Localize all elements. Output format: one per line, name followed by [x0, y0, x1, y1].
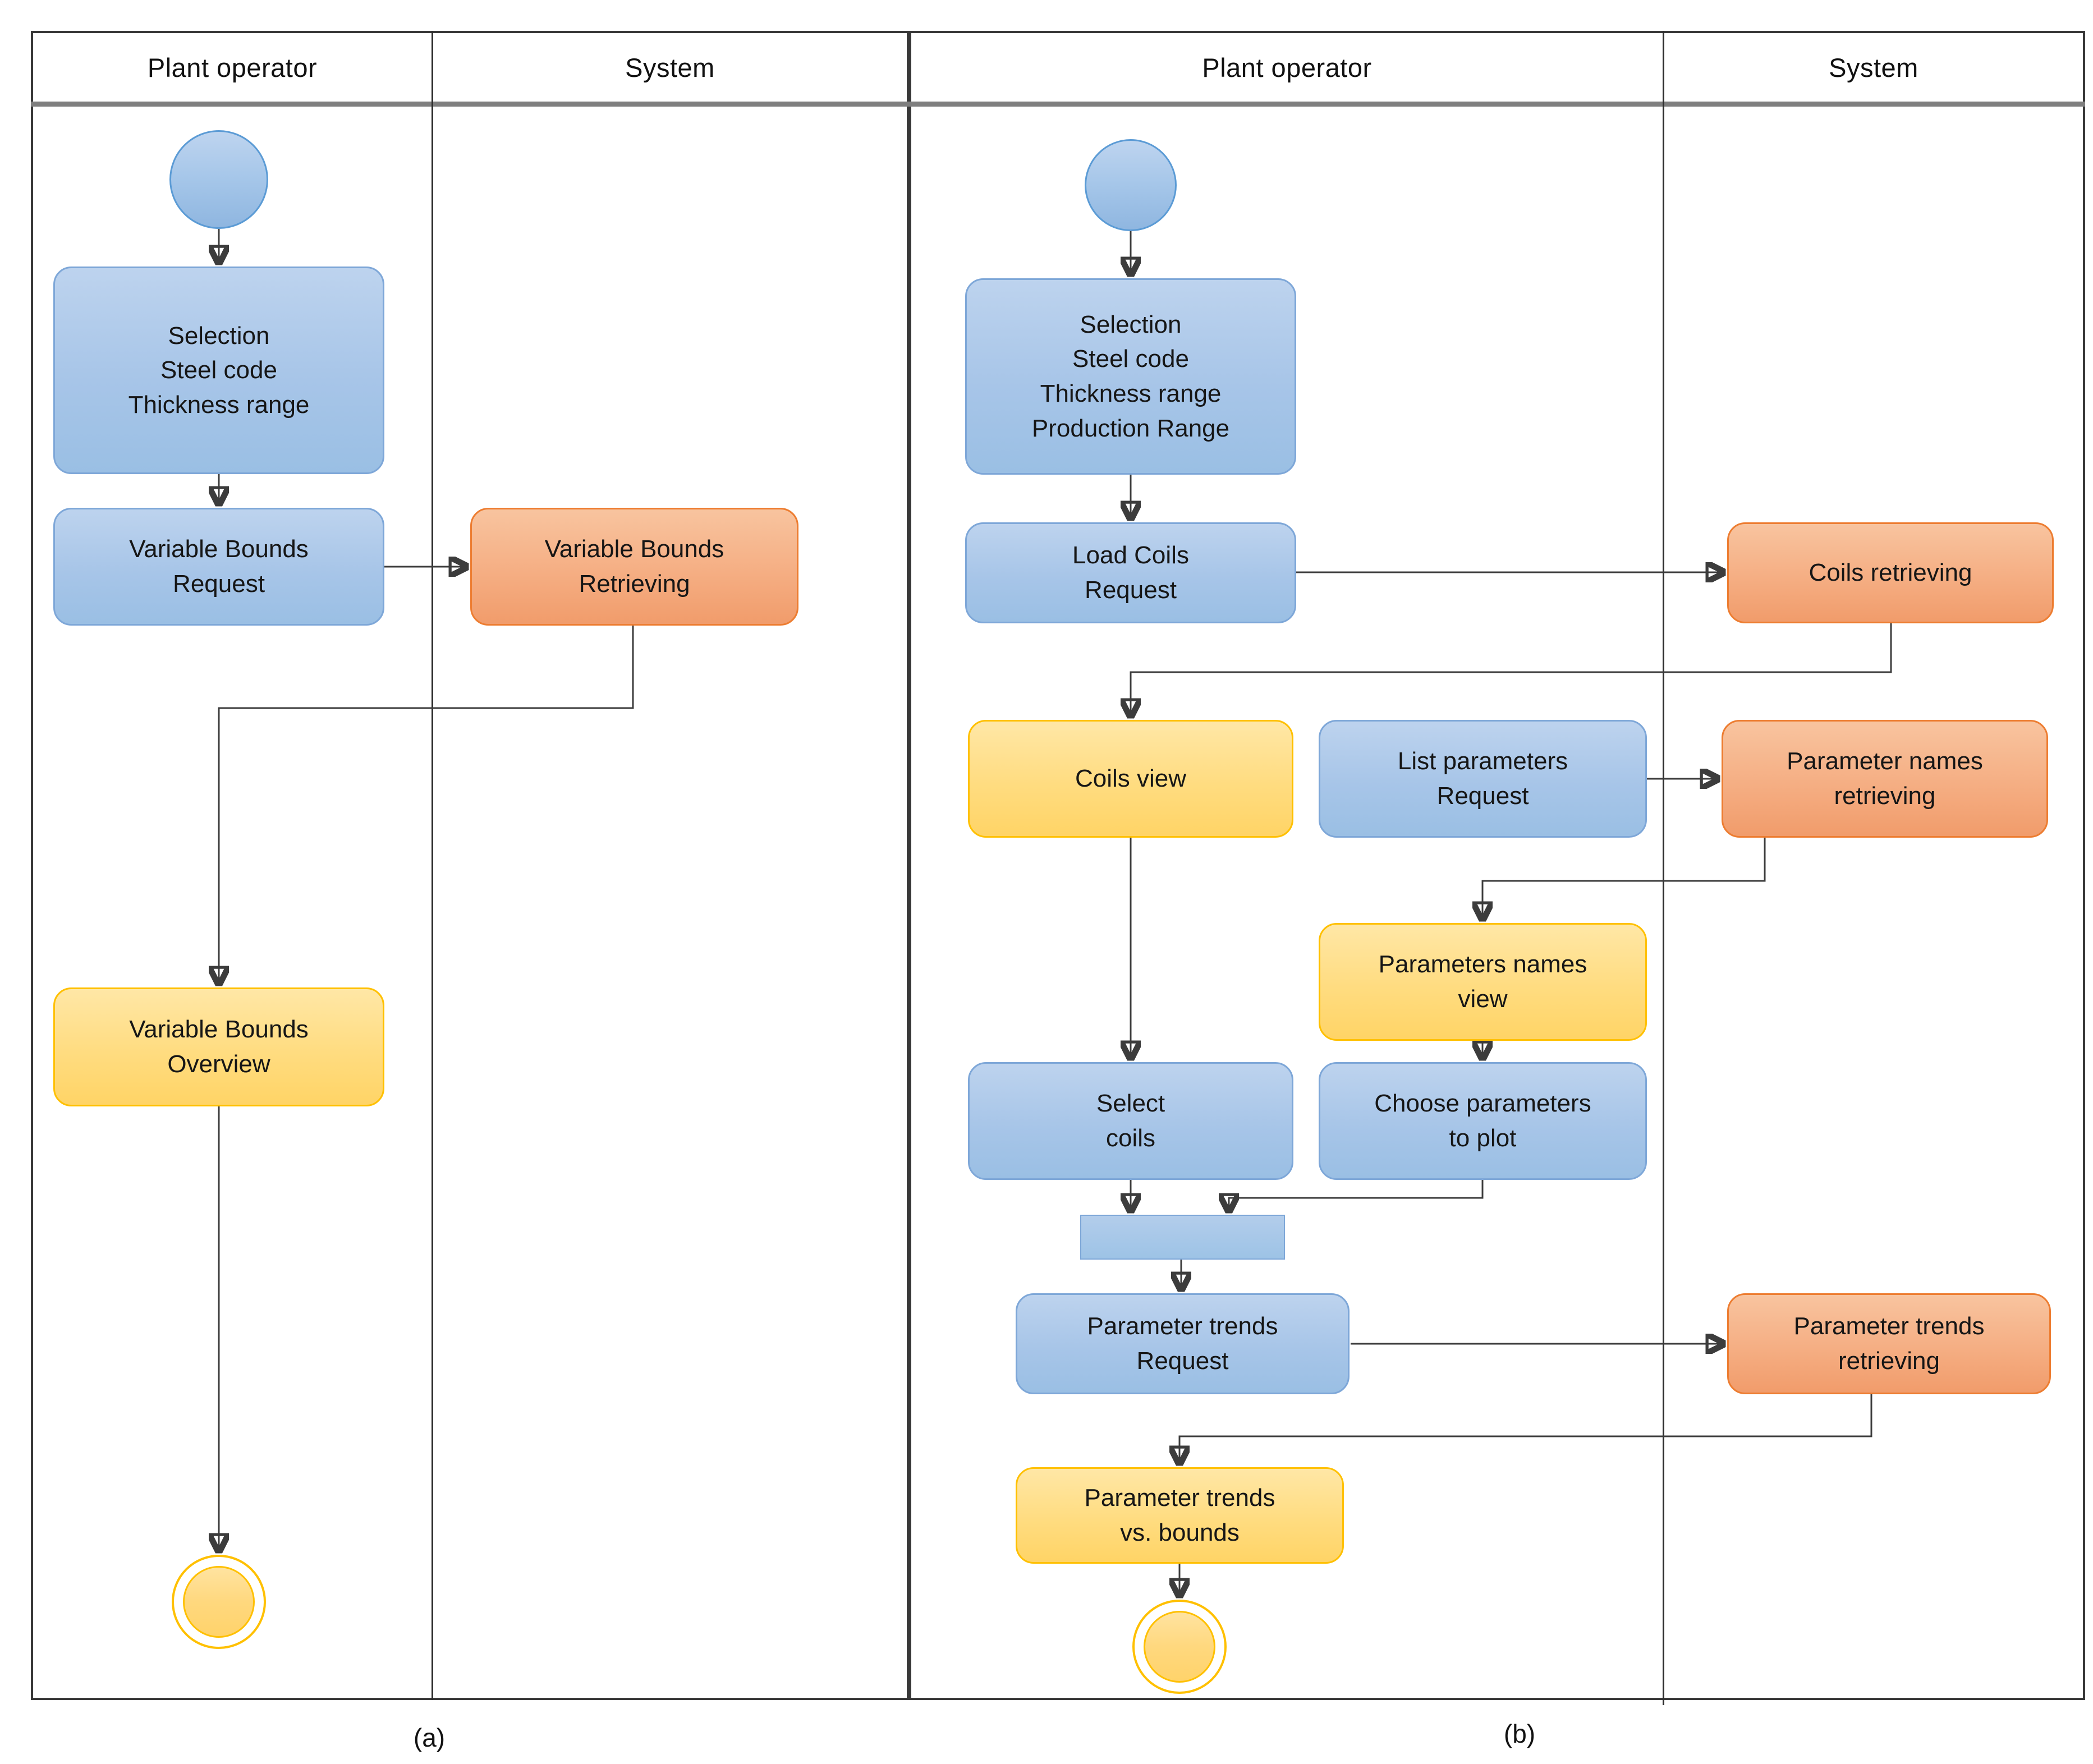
- activity-b-load-coils-request: Load Coils Request: [965, 522, 1296, 623]
- activity-a-variable-bounds-request: Variable Bounds Request: [53, 508, 384, 626]
- activity-b-selection: Selection Steel code Thickness range Pro…: [965, 278, 1296, 475]
- activity-b-parameters-names-view: Parameters names view: [1319, 923, 1647, 1041]
- activity-b-coils-retrieving: Coils retrieving: [1727, 522, 2054, 623]
- activity-b-parameter-trends-vs-bounds: Parameter trends vs. bounds: [1016, 1467, 1344, 1564]
- lane-divider-b: [1663, 31, 1664, 1705]
- activity-a-variable-bounds-retrieving: Variable Bounds Retrieving: [470, 508, 798, 626]
- edge-b-chooseparams-to-join: [1229, 1180, 1484, 1210]
- header-separator-b: [909, 102, 2085, 107]
- lane-header-a-plant-operator: Plant operator: [147, 52, 318, 82]
- edge-b-paramnames-to-namesview: [1482, 838, 1766, 918]
- final-node-a-core: [183, 1566, 255, 1638]
- edge-a-retrieving-to-overview: [219, 626, 634, 983]
- activity-b-parameter-trends-request: Parameter trends Request: [1016, 1293, 1350, 1394]
- activity-b-choose-parameters-to-plot: Choose parameters to plot: [1319, 1062, 1647, 1180]
- activity-b-select-coils: Select coils: [968, 1062, 1293, 1180]
- lane-header-a-system: System: [625, 52, 715, 82]
- activity-b-parameter-trends-retrieving: Parameter trends retrieving: [1727, 1293, 2051, 1394]
- edge-b-coilsretrieving-to-coilsview: [1131, 623, 1892, 715]
- activity-b-list-parameters-request: List parameters Request: [1319, 720, 1647, 838]
- figure-label-b: (b): [1503, 1719, 1536, 1748]
- lane-header-b-plant-operator: Plant operator: [1202, 52, 1372, 82]
- final-node-b: [1132, 1600, 1227, 1694]
- start-node-b: [1085, 139, 1177, 231]
- lane-divider-a: [432, 31, 433, 1700]
- header-separator-a: [31, 102, 909, 107]
- start-node-a: [169, 130, 268, 229]
- figure-label-a: (a): [413, 1723, 446, 1752]
- final-node-b-core: [1144, 1611, 1215, 1683]
- activity-a-variable-bounds-overview: Variable Bounds Overview: [53, 987, 384, 1106]
- activity-b-parameter-names-retrieving: Parameter names retrieving: [1722, 720, 2048, 838]
- lane-header-b-system: System: [1829, 52, 1918, 82]
- final-node-a: [172, 1555, 266, 1649]
- edge-b-trendsretrieving-to-trendsvsbounds: [1179, 1394, 1872, 1463]
- join-bar-node: [1080, 1215, 1285, 1260]
- swimlane-table-b: [909, 31, 2085, 1700]
- swimlane-table-a: [31, 31, 909, 1700]
- activity-b-coils-view: Coils view: [968, 720, 1293, 838]
- activity-a-selection: Selection Steel code Thickness range: [53, 267, 384, 474]
